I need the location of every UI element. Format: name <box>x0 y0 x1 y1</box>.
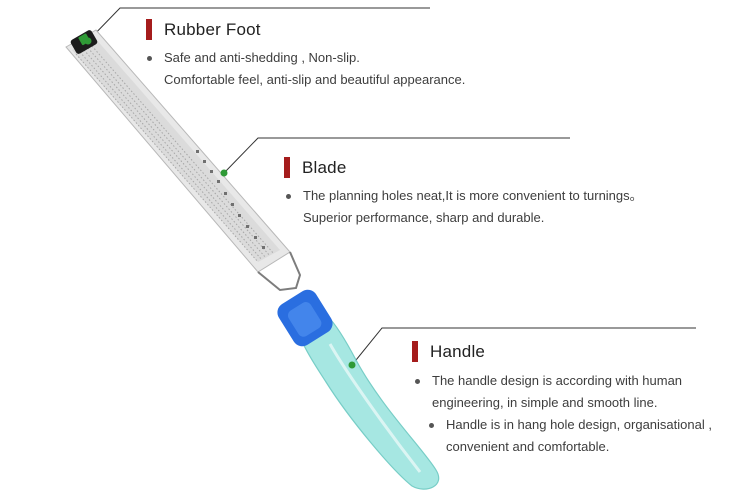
accent-bar <box>146 19 152 40</box>
callout-text-line: convenient and comfortable. <box>412 436 712 458</box>
callout-text: The planning holes neat,It is more conve… <box>303 188 643 203</box>
callout-text-line: engineering, in simple and smooth line. <box>412 392 712 414</box>
callout-text-line: Comfortable feel, anti-slip and beautifu… <box>146 69 465 91</box>
grater-handle <box>277 289 440 490</box>
bullet-dot-icon <box>286 194 291 199</box>
accent-bar <box>412 341 418 362</box>
green-dot-icon <box>220 169 228 177</box>
green-dot-icon <box>84 37 92 45</box>
callout-text: Handle is in hang hole design, organisat… <box>446 417 712 432</box>
callout-heading: Blade <box>284 157 643 178</box>
callout-title: Blade <box>302 157 347 177</box>
callout-title: Handle <box>430 341 486 361</box>
callout-text-line: The planning holes neat,It is more conve… <box>284 185 643 207</box>
callout-text: Comfortable feel, anti-slip and beautifu… <box>164 72 466 87</box>
callout-text-line: The handle design is according with huma… <box>412 370 712 392</box>
callout-text-line: Safe and anti-shedding , Non-slip. <box>146 47 465 69</box>
wire-loop <box>257 251 302 292</box>
callout-text-line: Handle is in hang hole design, organisat… <box>412 414 712 436</box>
green-dot-icon <box>348 361 356 369</box>
callout-handle: Handle The handle design is according wi… <box>412 341 712 458</box>
callout-title: Rubber Foot <box>164 19 261 39</box>
bullet-dot-icon <box>415 379 420 384</box>
callout-heading: Handle <box>412 341 712 362</box>
callout-text: The handle design is according with huma… <box>432 373 683 388</box>
bullet-dot-icon <box>147 56 152 61</box>
leader-line-handle <box>351 327 696 366</box>
callout-blade: Blade The planning holes neat,It is more… <box>284 157 643 229</box>
accent-bar <box>284 157 290 178</box>
bullet-dot-icon <box>429 423 434 428</box>
callout-text: convenient and comfortable. <box>446 439 610 454</box>
callout-text: Safe and anti-shedding , Non-slip. <box>164 50 360 65</box>
leader-line-rubber-foot <box>87 7 430 42</box>
callout-text: engineering, in simple and smooth line. <box>432 395 658 410</box>
callout-text: Superior performance, sharp and durable. <box>303 210 545 225</box>
callout-heading: Rubber Foot <box>146 19 465 40</box>
callout-rubber-foot: Rubber Foot Safe and anti-shedding , Non… <box>146 19 465 91</box>
leader-line-blade <box>223 137 570 174</box>
callout-text-line: Superior performance, sharp and durable. <box>284 207 643 229</box>
